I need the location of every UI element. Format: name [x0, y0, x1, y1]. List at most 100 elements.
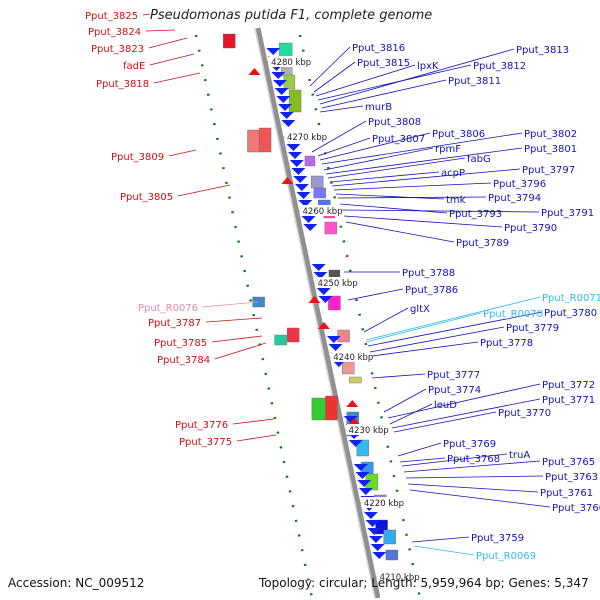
- left-label-leader: [236, 434, 277, 442]
- right-gene-label[interactable]: Pput_3790: [504, 223, 557, 234]
- reverse-arrow: [274, 88, 289, 95]
- genome-backbone: [255, 27, 381, 599]
- reverse-arrow: [318, 296, 333, 303]
- right-gene-label[interactable]: Pput_3789: [456, 238, 509, 249]
- forward-arrow: [308, 296, 321, 303]
- right-gene-label[interactable]: Pput_3801: [524, 144, 577, 155]
- topology-text: Topology: circular; Length: 5,959,964 bp…: [259, 576, 589, 590]
- right-gene-label[interactable]: Pput_3816: [352, 43, 405, 54]
- right-gene-label[interactable]: Pput_3770: [498, 408, 551, 419]
- left-gene-label[interactable]: Pput_3825: [85, 11, 138, 22]
- left-gene-label[interactable]: Pput_3805: [120, 192, 173, 203]
- right-gene-label[interactable]: Pput_3812: [473, 61, 526, 72]
- reverse-gene: [324, 221, 338, 235]
- left-gene-label[interactable]: Pput_R0076: [138, 303, 198, 314]
- right-label-leader: [367, 311, 543, 347]
- left-gene-label[interactable]: Pput_3785: [154, 338, 207, 349]
- right-gene-label[interactable]: Pput_3774: [428, 385, 481, 396]
- right-gene-label[interactable]: Pput_3806: [432, 129, 485, 140]
- scale-tick-label: 4280 kbp: [271, 58, 311, 68]
- right-gene-label[interactable]: Pput_3811: [448, 76, 501, 87]
- left-gene-label[interactable]: Pput_3776: [175, 420, 228, 431]
- right-gene-label[interactable]: Pput_R0070: [483, 309, 543, 320]
- reverse-gene: [310, 175, 324, 189]
- left-gene-label[interactable]: fadE: [123, 61, 145, 72]
- right-label-leader: [315, 64, 416, 97]
- right-gene-label[interactable]: Pput_3780: [544, 308, 597, 319]
- right-gene-label[interactable]: Pput_3796: [493, 179, 546, 190]
- right-label-leader: [371, 341, 479, 357]
- left-label-leader: [201, 301, 259, 308]
- left-gene-label[interactable]: Pput_3784: [157, 355, 210, 366]
- forward-gene: [286, 327, 300, 343]
- left-gene-label[interactable]: Pput_3824: [88, 27, 141, 38]
- reverse-arrow: [277, 104, 292, 111]
- right-gene-label[interactable]: fabG: [467, 154, 491, 165]
- reverse-arrow: [293, 176, 308, 183]
- right-gene-label[interactable]: murB: [365, 102, 392, 113]
- forward-arrow: [346, 400, 359, 407]
- right-gene-label[interactable]: Pput_3808: [368, 117, 421, 128]
- right-gene-label[interactable]: Pput_3791: [541, 208, 594, 219]
- right-gene-label[interactable]: Pput_3765: [542, 457, 595, 468]
- forward-arrow: [281, 177, 294, 184]
- right-gene-label[interactable]: Pput_3813: [516, 45, 569, 56]
- reverse-arrow: [368, 536, 383, 543]
- right-label-leader: [389, 403, 433, 425]
- right-gene-label[interactable]: gltX: [410, 304, 430, 315]
- right-label-leader: [369, 326, 505, 353]
- right-gene-label[interactable]: lpxK: [417, 61, 439, 72]
- scale-tick-label: 4210 kbp: [380, 573, 420, 583]
- left-label-leader: [148, 37, 188, 49]
- reverse-arrow: [363, 512, 378, 519]
- right-label-leader: [403, 460, 541, 473]
- right-gene-label[interactable]: Pput_3779: [506, 323, 559, 334]
- right-gene-label[interactable]: Pput_R0071: [542, 293, 600, 304]
- right-label-leader: [327, 157, 466, 179]
- right-gene-label[interactable]: Pput_3794: [488, 193, 541, 204]
- right-label-leader: [345, 221, 455, 243]
- left-gene-label[interactable]: Pput_3823: [91, 44, 144, 55]
- right-gene-label[interactable]: Pput_3807: [372, 134, 425, 145]
- right-gene-label[interactable]: Pput_3786: [405, 285, 458, 296]
- right-label-leader: [387, 383, 541, 419]
- right-label-leader: [365, 296, 541, 341]
- right-gene-label[interactable]: truA: [509, 450, 530, 461]
- left-gene-label[interactable]: Pput_3775: [179, 437, 232, 448]
- right-gene-label[interactable]: leuD: [434, 400, 457, 411]
- right-gene-label[interactable]: Pput_3772: [542, 380, 595, 391]
- right-gene-label[interactable]: Pput_3760: [552, 503, 600, 514]
- left-label-leader: [168, 149, 197, 157]
- reverse-arrow: [303, 224, 318, 231]
- right-gene-label[interactable]: Pput_3763: [545, 472, 598, 483]
- right-gene-label[interactable]: Pput_3802: [524, 129, 577, 140]
- right-gene-label[interactable]: Pput_3759: [471, 533, 524, 544]
- reverse-gene: [385, 549, 399, 561]
- right-gene-label[interactable]: Pput_3777: [427, 370, 480, 381]
- right-gene-label[interactable]: Pput_3797: [522, 165, 575, 176]
- right-gene-label[interactable]: Pput_3793: [449, 209, 502, 220]
- right-gene-label[interactable]: Pput_3769: [443, 439, 496, 450]
- outer-left-track: [194, 34, 314, 599]
- right-gene-label[interactable]: tmk: [446, 195, 466, 206]
- forward-gene: [274, 334, 287, 346]
- reverse-arrow: [353, 464, 368, 471]
- right-gene-label[interactable]: Pput_3771: [542, 395, 595, 406]
- right-gene-label[interactable]: Pput_3778: [480, 338, 533, 349]
- right-gene-label[interactable]: Pput_3761: [540, 488, 593, 499]
- right-gene-label[interactable]: acpP: [441, 168, 465, 179]
- right-label-leader: [383, 388, 427, 413]
- left-gene-label[interactable]: Pput_3809: [111, 152, 164, 163]
- scale-tick-label: 4230 kbp: [349, 426, 389, 436]
- right-gene-label[interactable]: Pput_3815: [357, 58, 410, 69]
- left-gene-label[interactable]: Pput_3818: [96, 79, 149, 90]
- right-gene-label[interactable]: Pput_3788: [402, 268, 455, 279]
- right-gene-label[interactable]: Pput_R0069: [476, 551, 536, 562]
- reverse-arrow: [328, 344, 343, 351]
- right-gene-label[interactable]: Pput_3768: [447, 454, 500, 465]
- right-gene-label[interactable]: rpmF: [435, 144, 461, 155]
- left-gene-label[interactable]: Pput_3787: [148, 318, 201, 329]
- reverse-gene: [313, 187, 326, 199]
